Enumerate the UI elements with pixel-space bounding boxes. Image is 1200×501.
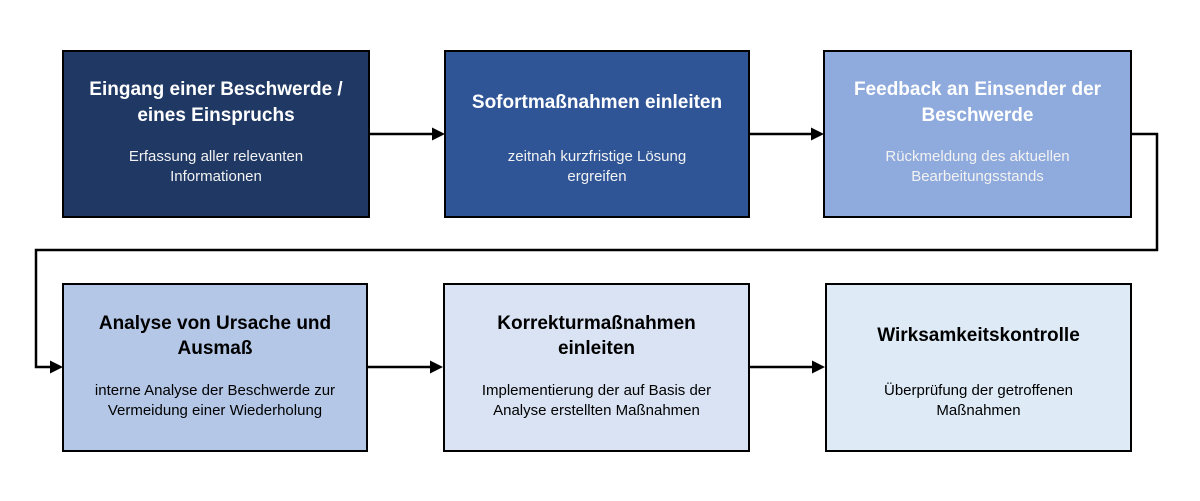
box-subtitle: Implementierung der auf Basis der Analys… — [481, 381, 712, 419]
arrow-step5-to-step6 — [750, 360, 825, 374]
box-title: Wirksamkeitskontrolle — [877, 325, 1080, 347]
flow-box-analyse-ursache: Analyse von Ursache und Ausmaß interne A… — [62, 283, 368, 452]
box-subtitle: Überprüfung der getroffenen Maßnahmen — [883, 381, 1074, 419]
box-subtitle: zeitnah kurzfristige Lösung ergreifen — [507, 148, 687, 186]
box-title: Feedback an Einsender der Beschwerde — [853, 79, 1102, 126]
arrow-step2-to-step3 — [750, 127, 824, 141]
box-title: Sofortmaßnahmen einleiten — [471, 91, 723, 113]
arrow-step4-to-step5 — [368, 360, 443, 374]
box-title: Analyse von Ursache und Ausmaß — [98, 312, 332, 359]
box-subtitle: Rückmeldung des aktuellen Bearbeitungsst… — [885, 148, 1070, 186]
flow-box-korrekturmassnahmen: Korrekturmaßnahmen einleiten Implementie… — [443, 283, 750, 452]
box-subtitle: interne Analyse der Beschwerde zur Verme… — [94, 381, 336, 419]
box-title: Korrekturmaßnahmen einleiten — [497, 312, 696, 359]
connector-step3-to-step4 — [34, 132, 1159, 374]
arrow-step1-to-step2 — [370, 127, 445, 141]
flow-box-feedback-einsender: Feedback an Einsender der Beschwerde Rüc… — [823, 50, 1132, 218]
flow-box-wirksamkeitskontrolle: Wirksamkeitskontrolle Überprüfung der ge… — [825, 283, 1132, 452]
box-subtitle: Erfassung aller relevanten Informationen — [128, 148, 304, 186]
box-title: Eingang einer Beschwerde / eines Einspru… — [89, 79, 343, 126]
flow-box-sofortmassnahmen: Sofortmaßnahmen einleiten zeitnah kurzfr… — [444, 50, 750, 218]
flow-box-eingang-beschwerde: Eingang einer Beschwerde / eines Einspru… — [62, 50, 370, 218]
